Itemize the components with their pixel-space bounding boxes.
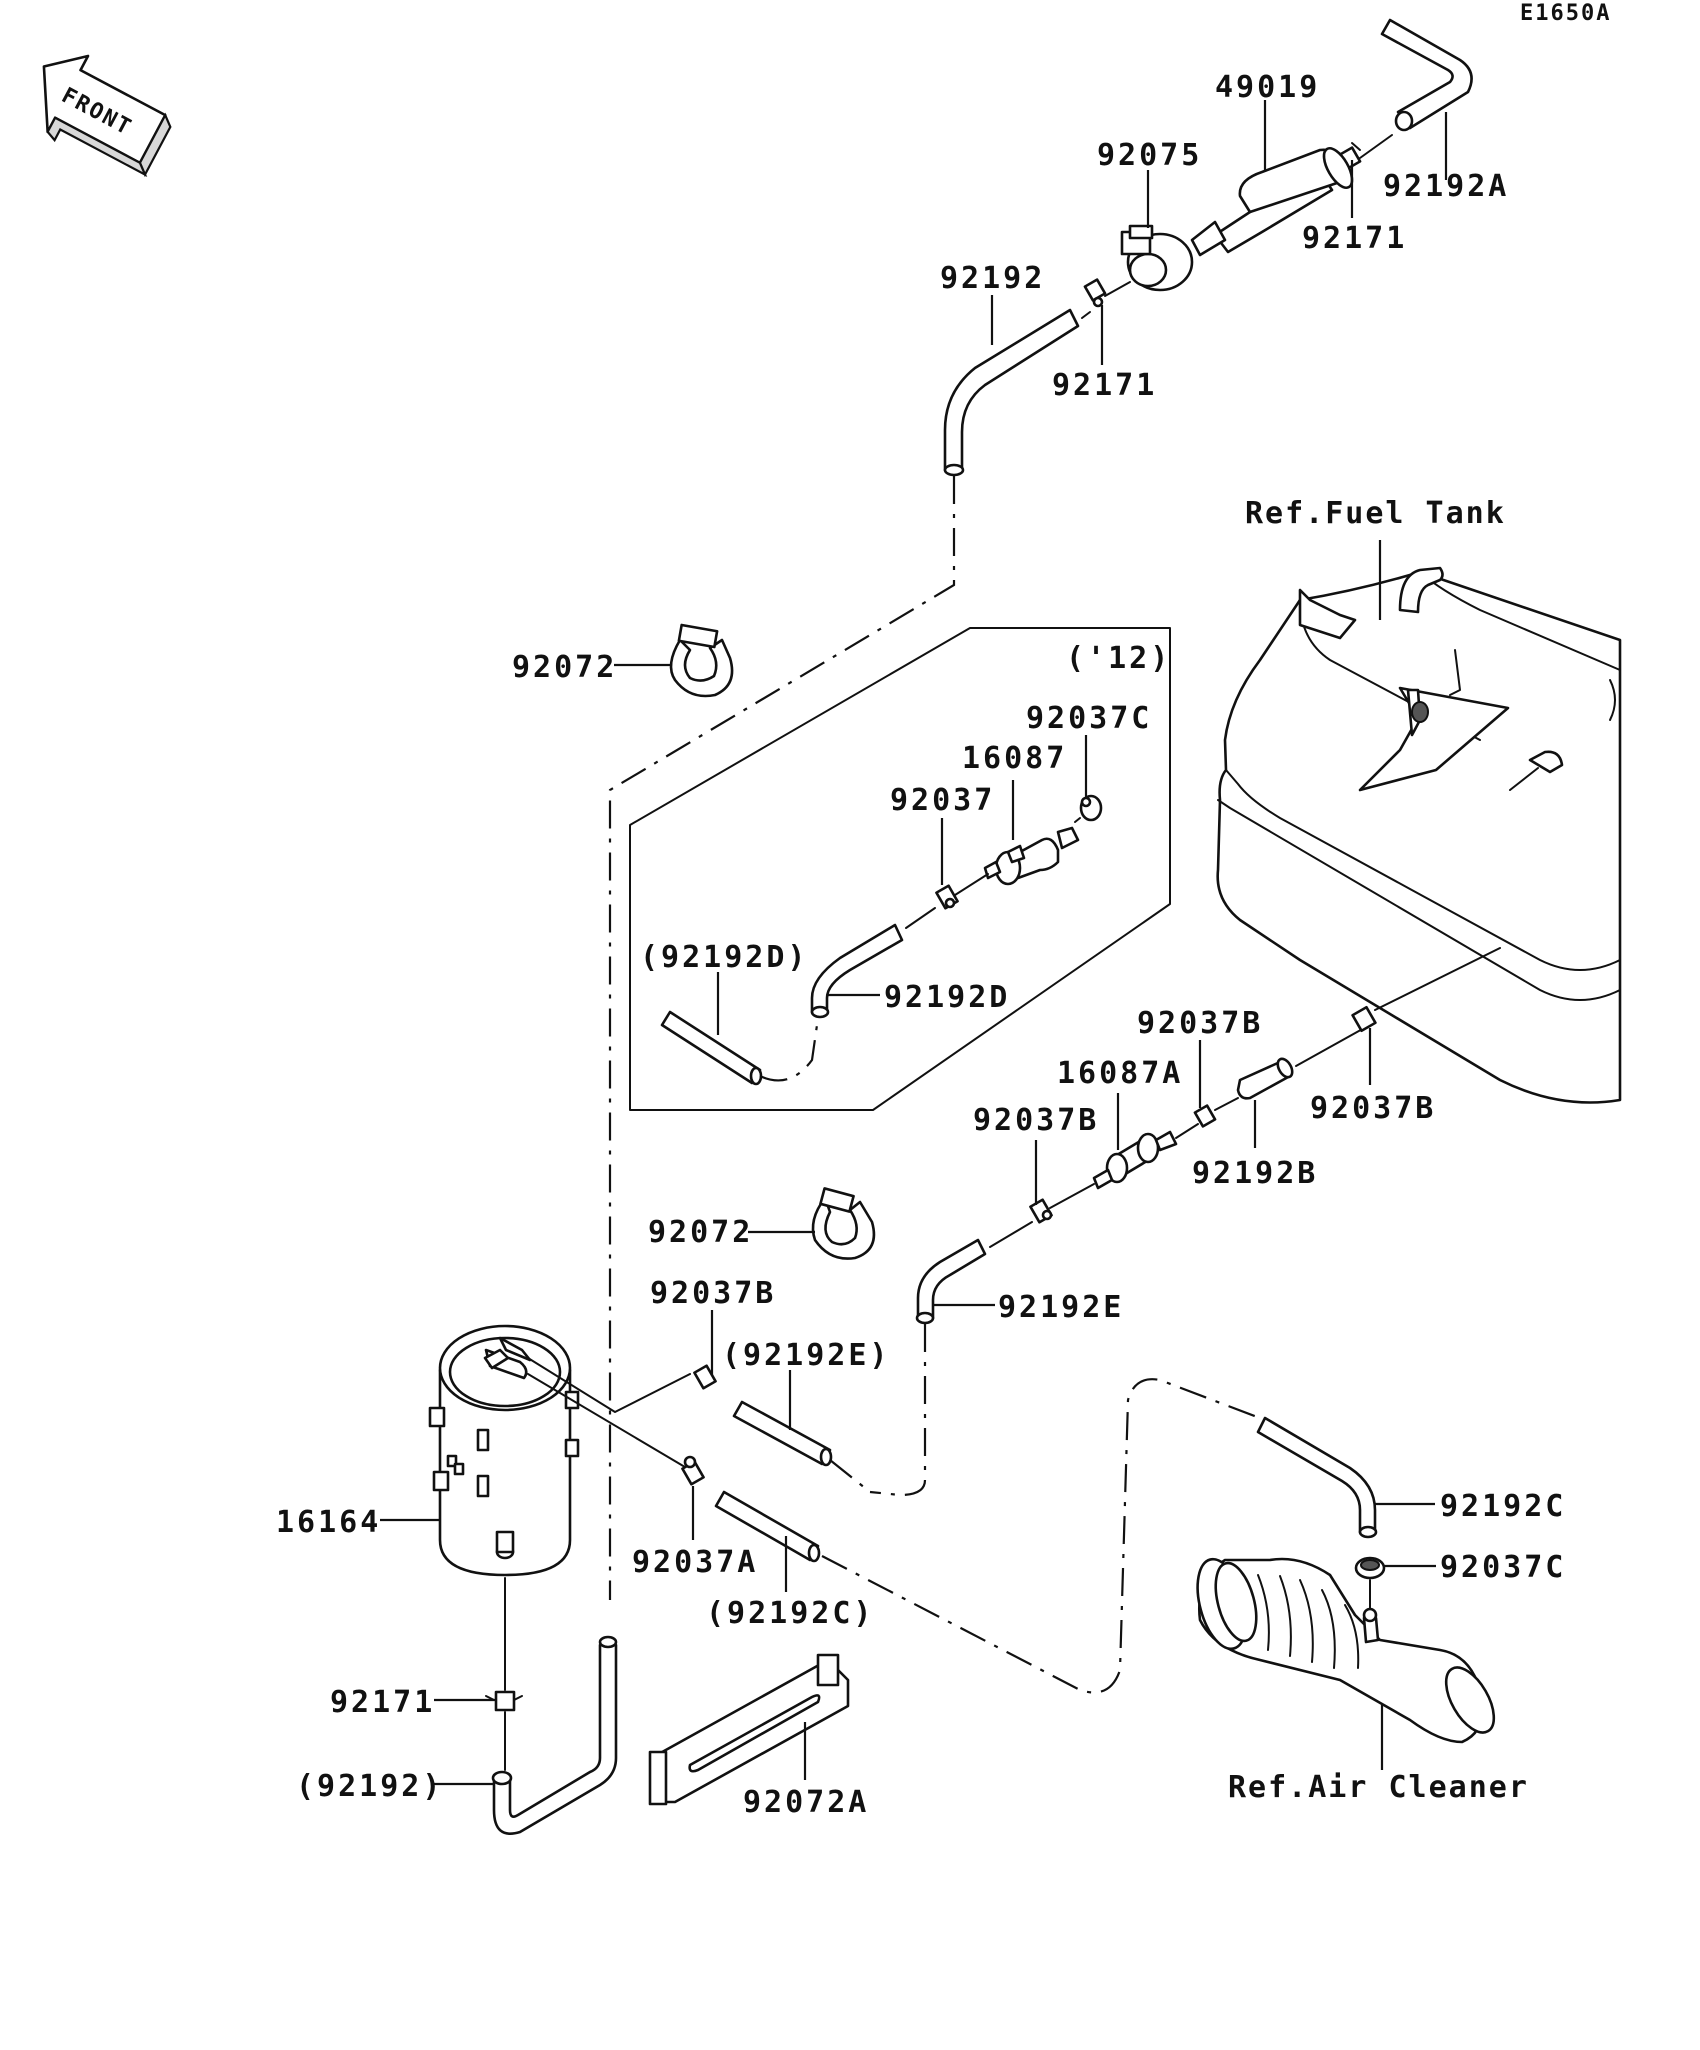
label-92171-top: 92171 [1302, 221, 1407, 256]
label-92192d-ref: (92192D) [640, 940, 809, 975]
clamp-92037c-top [1079, 794, 1103, 822]
label-92192c-ref: (92192C) [706, 1596, 875, 1631]
label-49019: 49019 [1215, 70, 1320, 105]
label-92037b-c: 92037B [973, 1103, 1099, 1138]
label-16087a: 16087A [1057, 1056, 1183, 1091]
hose-92192d-ref [660, 1010, 762, 1085]
hose-end-92192a [1394, 110, 1414, 132]
fuel-filter-49019 [1190, 147, 1354, 257]
hose-92192-bottom [492, 1643, 618, 1835]
clamp-92037b-tank [1351, 1005, 1377, 1033]
ref-air-cleaner: Ref.Air Cleaner [1228, 1770, 1529, 1805]
ref-fuel-tank: Ref.Fuel Tank [1245, 496, 1506, 531]
clamp-92037a [681, 1455, 705, 1486]
label-16087: 16087 [962, 741, 1067, 776]
clamp-92075 [1120, 224, 1194, 292]
label-92072-top: 92072 [512, 650, 617, 685]
clamp-92037c-bottom [1354, 1556, 1386, 1580]
label-92192b: 92192B [1192, 1156, 1318, 1191]
clamp-92171-mid [1083, 278, 1107, 308]
hose-92192e-ref [732, 1400, 832, 1466]
label-92192c: 92192C [1440, 1489, 1566, 1524]
hose-92192c [1256, 1416, 1377, 1534]
band-clamp-92072-mid [811, 1187, 876, 1260]
fuel-tank [1216, 566, 1622, 1104]
label-92072a: 92072A [743, 1785, 869, 1820]
label-92037: 92037 [890, 783, 995, 818]
clamp-92037b-upper [1193, 1104, 1217, 1128]
clamp-92037 [935, 884, 959, 910]
label-92037b-a: 92037B [1137, 1006, 1263, 1041]
label-92192a: 92192A [1383, 169, 1509, 204]
label-92192-ref: (92192) [296, 1769, 443, 1804]
front-arrow-icon: FRONT [42, 54, 172, 178]
label-92037c-top: 92037C [1026, 701, 1152, 736]
hose-92192b [1236, 1060, 1292, 1100]
band-clamp-92072-top [669, 623, 734, 698]
air-cleaner-duct [1196, 1557, 1496, 1744]
label-92192e-ref: (92192E) [722, 1338, 891, 1373]
hose-92192a [1380, 18, 1473, 130]
label-92037a: 92037A [632, 1545, 758, 1580]
label-92037b-d: 92037B [650, 1276, 776, 1311]
label-92075: 92075 [1097, 138, 1202, 173]
label-92171-mid: 92171 [1052, 368, 1157, 403]
valve-16087 [983, 826, 1080, 886]
label-16164: 16164 [276, 1505, 381, 1540]
canister-16164 [428, 1324, 580, 1577]
label-92037c-bottom: 92037C [1440, 1550, 1566, 1585]
diagram-code: E1650A [1520, 1, 1611, 26]
clamp-92037b-lower [1029, 1198, 1053, 1224]
label-92192d: 92192D [884, 980, 1010, 1015]
strap-92072a [648, 1653, 850, 1806]
label-92072-mid: 92072 [648, 1215, 753, 1250]
label-92037b-b: 92037B [1310, 1091, 1436, 1126]
hose-92192e [916, 1238, 987, 1320]
label-92192: 92192 [940, 261, 1045, 296]
group-marker-12: ('12) [1066, 641, 1171, 676]
valve-16087a [1092, 1130, 1178, 1190]
group-box-12 [629, 627, 1171, 1111]
label-92171-bottom: 92171 [330, 1685, 435, 1720]
label-92192e: 92192E [998, 1290, 1124, 1325]
